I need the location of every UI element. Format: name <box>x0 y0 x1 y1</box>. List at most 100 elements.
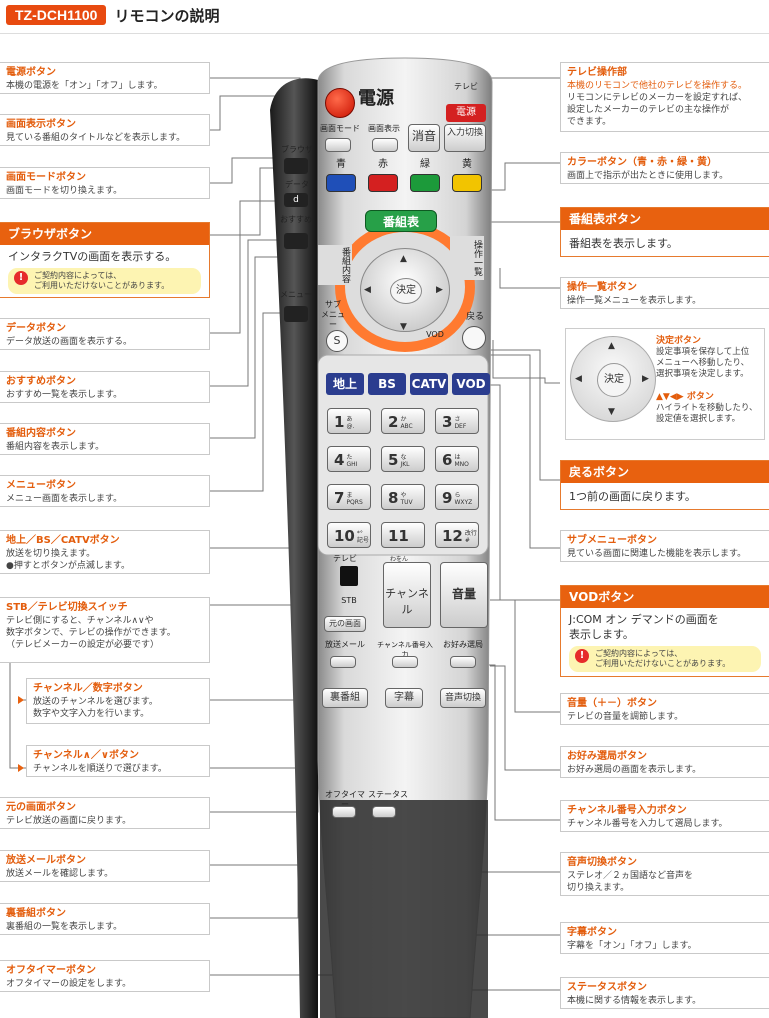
guide-box-title: 番組表ボタン <box>561 208 769 230</box>
label-title: 字幕ボタン <box>567 927 617 938</box>
header-divider <box>0 33 769 34</box>
broadcast-3[interactable]: VOD <box>452 373 490 395</box>
sub-menu-button[interactable]: S <box>326 330 348 352</box>
ura-button[interactable]: 裏番組 <box>322 688 368 708</box>
menu-label: メニュー <box>280 290 312 299</box>
left-label-9: チャンネル／数字ボタン放送のチャンネルを選びます。 数字や文字入力を行います。 <box>26 678 210 724</box>
program-info-button[interactable]: 番組内容 <box>318 245 352 285</box>
color-button-2[interactable] <box>410 174 440 192</box>
tv-power-button[interactable]: 電源 <box>446 104 486 122</box>
browser-note-text: ご契約内容によっては、 ご利用いただけないことがあります。 <box>34 271 170 290</box>
label-desc: テレビ放送の画面に戻ります。 <box>6 816 132 826</box>
label-title: テレビ操作部 <box>567 67 627 78</box>
right-label-0: テレビ操作部本機のリモコンで他社のテレビを操作する。リモコンにテレビのメーカーを… <box>560 62 769 132</box>
label-desc: 字幕を「オン」「オフ」します。 <box>567 941 697 951</box>
channel-rocker[interactable]: チャンネル <box>383 562 431 628</box>
label-title: データボタン <box>6 323 66 334</box>
screen-mode-label: 画面モード <box>320 124 360 133</box>
label-desc: 放送メールを確認します。 <box>6 869 114 879</box>
ok-button[interactable]: 決定 <box>390 278 422 304</box>
ch-input-button[interactable] <box>392 656 418 668</box>
label-title: 地上／BS／CATVボタン <box>6 535 120 546</box>
broadcast-0[interactable]: 地上 <box>326 373 364 395</box>
label-title: 電源ボタン <box>6 67 56 78</box>
ok-text: 決定ボタン 設定事項を保存して上位 メニューへ移動したり、 選択事項を決定します… <box>656 335 764 380</box>
recommend-button[interactable] <box>284 233 308 249</box>
key-sub: *° 記号 <box>356 529 369 544</box>
mute-button[interactable]: 消音 <box>408 124 440 152</box>
stb-tv-switch[interactable] <box>340 566 358 586</box>
bcast-mail-button[interactable] <box>330 656 356 668</box>
key-sub: ま PQRS <box>346 491 363 506</box>
label-desc: リモコンにテレビのメーカーを設定すれば、 設定したメーカーのテレビの主な操作が … <box>567 93 748 127</box>
power-button[interactable] <box>325 88 355 118</box>
label-desc: メニュー画面を表示します。 <box>6 494 123 504</box>
screen-display-button[interactable] <box>372 138 398 152</box>
broadcast-2[interactable]: CATV <box>410 373 448 395</box>
menu-button[interactable] <box>284 306 308 322</box>
dpad-illustration: ▲ ▼ ◀ ▶ 決定 <box>570 336 656 422</box>
left-label-6: メニューボタンメニュー画面を表示します。 <box>0 475 210 507</box>
dpad-left-icon[interactable]: ◀ <box>364 285 371 295</box>
right-label-9: ステータスボタン本機に関する情報を表示します。 <box>560 977 769 1009</box>
broadcast-1[interactable]: BS <box>368 373 406 395</box>
arrow-up-icon: ▲ <box>608 341 615 351</box>
prev-screen-button[interactable]: 元の画面 <box>324 616 366 632</box>
dpad-down-icon[interactable]: ▼ <box>400 322 407 332</box>
model-badge: TZ-DCH1100 <box>6 5 107 25</box>
status-button[interactable] <box>372 806 396 818</box>
label-title: 元の画面ボタン <box>6 802 76 813</box>
color-button-1[interactable] <box>368 174 398 192</box>
label-desc: 見ている番組のタイトルなどを表示します。 <box>6 133 186 143</box>
screen-mode-button[interactable] <box>325 138 351 152</box>
label-desc: テレビの音量を調節します。 <box>567 712 684 722</box>
number-key-11[interactable]: 11わをん ⎵ <box>381 522 425 570</box>
label-desc: おすすめ一覧を表示します。 <box>6 390 123 400</box>
label-title: ステータスボタン <box>567 982 647 993</box>
guide-button[interactable]: 番組表 <box>365 210 437 232</box>
subtitle-button[interactable]: 字幕 <box>385 688 423 708</box>
color-button-3[interactable] <box>452 174 482 192</box>
ch-input-label: チャンネル番号入力 <box>377 641 433 659</box>
favorite-button[interactable] <box>450 656 476 668</box>
dpad-up-icon[interactable]: ▲ <box>400 254 407 264</box>
back-box-desc: 1つ前の画面に戻ります。 <box>569 490 696 503</box>
volume-rocker[interactable]: 音量 <box>440 562 488 628</box>
key-sub: や TUV <box>400 491 413 506</box>
data-label: データ <box>285 180 309 189</box>
left-label-8: STB／テレビ切換スイッチテレビ側にすると、チャンネル∧∨や 数字ボタンで、テレ… <box>0 597 210 663</box>
label-title: チャンネル∧／∨ボタン <box>33 750 139 761</box>
page-title: リモコンの説明 <box>114 6 220 25</box>
input-switch-button[interactable]: 入力切換 <box>444 124 486 152</box>
off-timer-button[interactable] <box>332 806 356 818</box>
audio-button[interactable]: 音声切換 <box>440 688 486 708</box>
label-title: 操作一覧ボタン <box>567 282 637 293</box>
label-desc: オフタイマーの設定をします。 <box>6 979 132 989</box>
dpad-right-icon[interactable]: ▶ <box>436 285 443 295</box>
op-list-button[interactable]: 操作一覧 <box>450 236 484 280</box>
color-label-1: 赤 <box>378 159 388 170</box>
browser-box: ブラウザボタン インタラクTVの画面を表示する。 !ご契約内容によっては、 ご利… <box>0 222 210 298</box>
color-button-0[interactable] <box>326 174 356 192</box>
tv-section-label: テレビ <box>454 82 478 91</box>
data-button[interactable]: d <box>284 193 308 207</box>
back-box-title: 戻るボタン <box>561 461 769 483</box>
browser-box-note: !ご契約内容によっては、 ご利用いただけないことがあります。 <box>8 268 201 294</box>
left-label-13: 裏番組ボタン裏番組の一覧を表示します。 <box>0 903 210 935</box>
browser-button[interactable] <box>284 158 308 174</box>
number-key-10[interactable]: 10*° 記号 <box>327 522 371 548</box>
left-label-11: 元の画面ボタンテレビ放送の画面に戻ります。 <box>0 797 210 829</box>
left-label-7: 地上／BS／CATVボタン放送を切り換えます。 ●押すとボタンが点滅します。 <box>0 530 210 574</box>
key-sub: た GHI <box>346 453 358 468</box>
back-button[interactable] <box>462 326 486 350</box>
